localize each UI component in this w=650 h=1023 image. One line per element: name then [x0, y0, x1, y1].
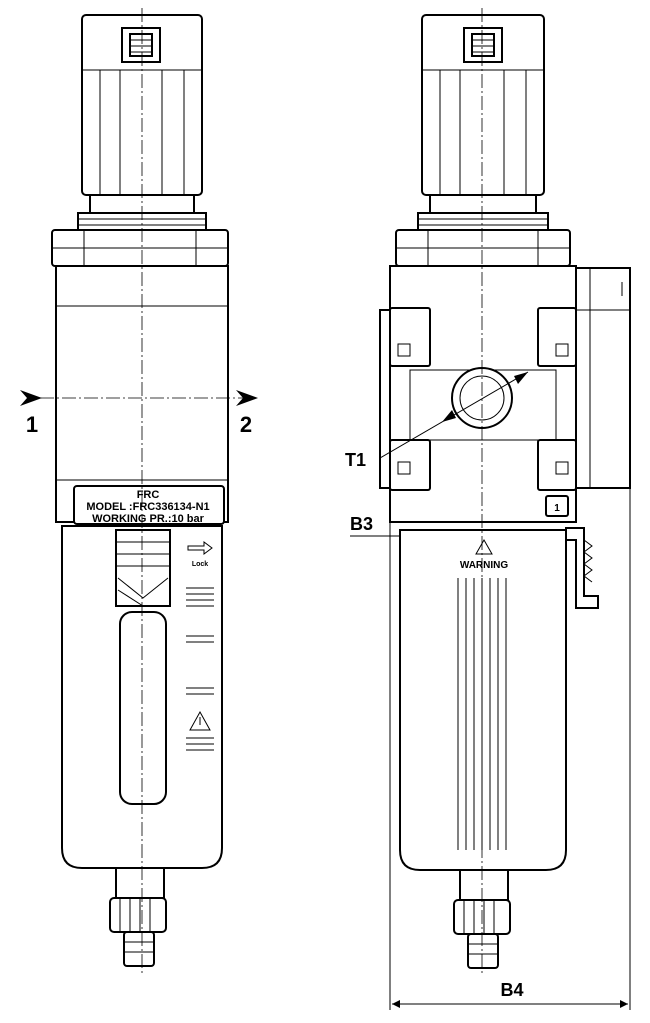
- front-view: FRC MODEL :FRC336134-N1 WORKING PR.:10 b…: [20, 8, 258, 975]
- side-bonnet: [395, 194, 571, 267]
- front-drain: [109, 867, 167, 967]
- nameplate-line3: WORKING PR.:10 bar: [92, 513, 205, 525]
- port-out-label: 2: [240, 412, 252, 437]
- front-bonnet: [77, 194, 207, 232]
- warning-title: WARNING: [460, 560, 509, 571]
- gauge-housing: [573, 267, 631, 489]
- side-body: 1: [379, 265, 577, 523]
- lock-label: Lock: [192, 561, 208, 568]
- port-marker: 1: [554, 503, 560, 514]
- nameplate-line1: FRC: [137, 489, 160, 501]
- nameplate: FRC MODEL :FRC336134-N1 WORKING PR.:10 b…: [73, 485, 225, 525]
- port-out-arrow: 2: [236, 390, 258, 437]
- warning-triangle-icon: [189, 710, 211, 731]
- dimension-t1: T1: [345, 371, 529, 470]
- side-warning-icon: [475, 538, 493, 555]
- nameplate-line2: MODEL :FRC336134-N1: [86, 501, 209, 513]
- dimension-t1-label: T1: [345, 450, 366, 470]
- side-knob: [421, 14, 545, 196]
- side-drain: [453, 869, 511, 969]
- dimension-b4-label: B4: [500, 980, 523, 1000]
- front-lock-nut: [51, 229, 229, 267]
- side-bowl: WARNING: [399, 527, 599, 871]
- dimension-b4: B4: [389, 488, 631, 1010]
- dimension-b3: B3: [350, 514, 400, 537]
- lock-arrow-icon: [187, 541, 213, 555]
- port-in-label: 1: [26, 412, 38, 437]
- side-view: 1 WARNING: [379, 8, 631, 975]
- dimension-b3-label: B3: [350, 514, 373, 534]
- port-in-arrow: 1: [20, 390, 42, 437]
